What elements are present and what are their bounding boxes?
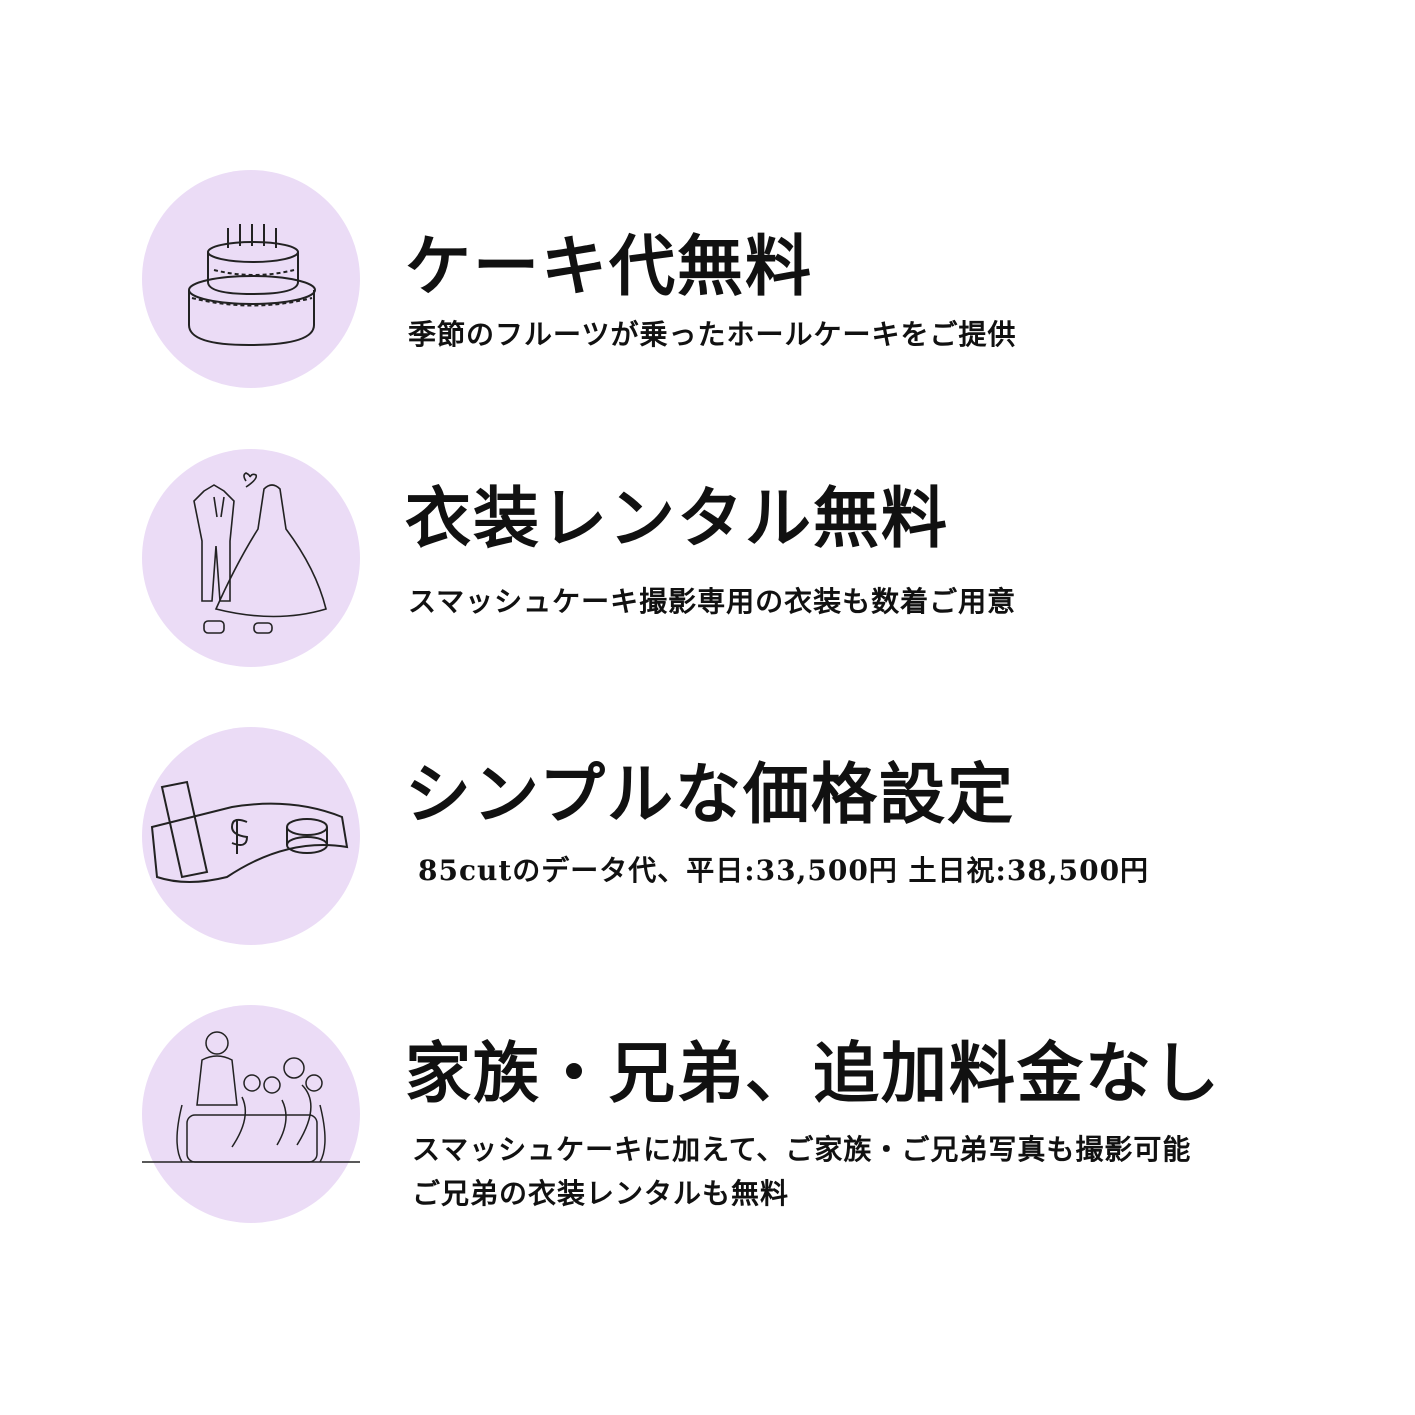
feature-description: 85cutのデータ代、平日:33,500円 土日祝:38,500円 xyxy=(418,854,1150,887)
cake-icon xyxy=(142,170,360,388)
feature-title: シンプルな価格設定 xyxy=(405,756,1016,833)
family-icon xyxy=(142,1005,360,1223)
feature-title: 衣装レンタル無料 xyxy=(405,480,949,557)
feature-description-2: ご兄弟の衣装レンタルも無料 xyxy=(412,1177,790,1210)
feature-title: 家族・兄弟、追加料金なし xyxy=(405,1035,1221,1112)
costume-icon xyxy=(142,449,360,667)
feature-description: スマッシュケーキに加えて、ご家族・ご兄弟写真も撮影可能 xyxy=(412,1133,1192,1166)
feature-description: 季節のフルーツが乗ったホールケーキをご提供 xyxy=(408,318,1017,351)
feature-description: スマッシュケーキ撮影専用の衣装も数着ご用意 xyxy=(408,585,1017,618)
money-icon xyxy=(142,727,360,945)
feature-title: ケーキ代無料 xyxy=(405,228,813,305)
